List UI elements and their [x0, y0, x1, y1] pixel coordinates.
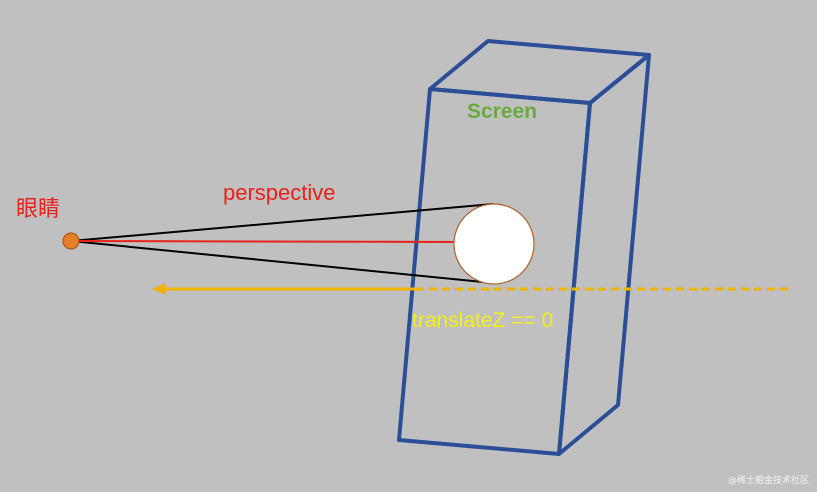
sight-line [70, 240, 457, 243]
screen-side-face [557, 53, 651, 456]
screen-top-face [428, 39, 651, 105]
eye-dot [62, 232, 80, 250]
watermark: @稀土掘金技术社区 [727, 476, 809, 486]
object-circle [453, 203, 535, 285]
sight-cone [70, 203, 494, 284]
eye-label: 眼睛 [16, 197, 61, 222]
screen-label: Screen [467, 100, 538, 123]
cone-lower-line [70, 240, 494, 284]
z-axis [152, 283, 793, 295]
cone-upper-line [70, 203, 494, 242]
translate-z-label: translateZ == 0 [412, 309, 554, 332]
perspective-label: perspective [223, 180, 336, 205]
z-axis-arrowhead [152, 283, 166, 295]
screen-box [397, 39, 651, 456]
